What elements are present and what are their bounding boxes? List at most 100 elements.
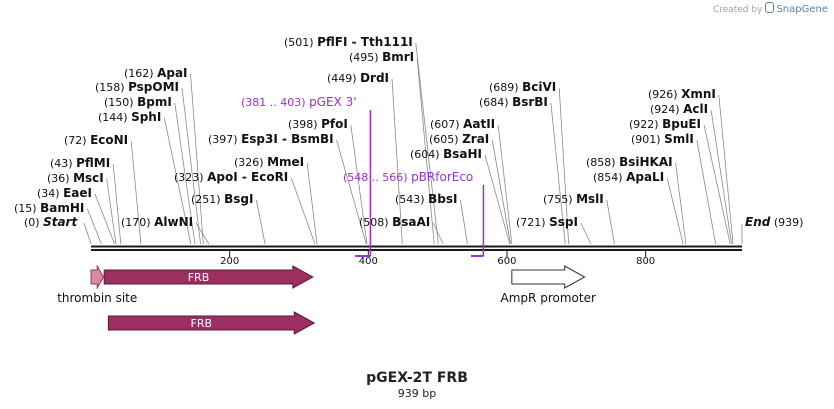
site-position: (604) (410, 148, 443, 161)
site-connector-line (290, 177, 316, 245)
end-name: End (745, 215, 771, 229)
site-label-alwni: (170) AlwNI (121, 215, 193, 229)
site-connector-line (163, 117, 192, 245)
site-label-drdi: (449) DrdI (327, 71, 389, 85)
site-position: (144) (98, 111, 131, 124)
snapgene-logo-icon (765, 2, 775, 13)
site-position: (495) (349, 51, 382, 64)
site-name: PspOMI (128, 80, 179, 94)
site-name: BsgI (224, 192, 253, 206)
site-position: (858) (586, 156, 619, 169)
site-label-bpmi: (150) BpmI (104, 95, 172, 109)
site-name: SspI (549, 215, 578, 229)
site-connector-line (306, 162, 318, 245)
site-label-zrai: (605) ZraI (429, 132, 489, 146)
site-connector-line (718, 94, 734, 245)
primer-label: (548 .. 566) pBRforEco (343, 170, 473, 184)
map-length: 939 bp (397, 387, 437, 400)
site-name: BsiHKAI (619, 155, 673, 169)
site-position: (251) (191, 193, 224, 206)
site-position: (36) (47, 172, 73, 185)
site-name: BsaHI (443, 147, 482, 161)
end-label: End (939) (745, 215, 803, 229)
start-name: Start (43, 215, 78, 229)
site-position: (689) (489, 81, 522, 94)
site-connector-line (550, 102, 566, 245)
feature-label-frb: FRB (188, 271, 210, 284)
ruler-tick-label: 400 (359, 256, 378, 267)
site-name: AclI (683, 102, 708, 116)
site-connector-line (106, 178, 117, 245)
site-connector-line (432, 222, 444, 245)
site-position: (924) (650, 103, 683, 116)
site-connector-line (558, 87, 570, 245)
site-position: (605) (429, 133, 462, 146)
site-position: (398) (288, 118, 321, 131)
site-label-acli: (924) AclI (650, 102, 708, 116)
feature-label-ampr-promoter: AmpR promoter (501, 291, 596, 305)
ruler-tick-label: 200 (220, 256, 239, 267)
site-connector-line (174, 102, 196, 245)
site-label-bsrbi: (684) BsrBI (479, 95, 548, 109)
site-connector-line (416, 57, 435, 245)
site-name: BsrBI (512, 95, 548, 109)
site-name-secondary: - EcoRI (238, 170, 289, 184)
site-name: MmeI (267, 155, 304, 169)
site-label-xmni: (926) XmnI (648, 87, 716, 101)
site-label-apai: (162) ApaI (124, 66, 188, 80)
site-name: EcoNI (90, 133, 128, 147)
site-connector-line (696, 139, 717, 245)
site-connector-line (710, 109, 732, 245)
site-label-bpuei: (922) BpuEI (629, 117, 701, 131)
site-label-apoi: (323) ApoI - EcoRI (174, 170, 288, 184)
site-label-sphi: (144) SphI (98, 110, 161, 124)
site-position: (158) (95, 81, 128, 94)
site-name: MscI (73, 171, 104, 185)
site-position: (34) (37, 187, 63, 200)
site-connector-line (86, 208, 102, 245)
site-name: ZraI (462, 132, 489, 146)
site-position: (684) (479, 96, 512, 109)
site-connector-line (675, 162, 687, 245)
site-name: BsaAI (392, 215, 430, 229)
site-name: DrdI (360, 71, 389, 85)
site-connector-line (336, 139, 367, 245)
site-connector-line (391, 78, 403, 245)
site-name: BpuEI (662, 117, 701, 131)
site-label-aatii: (607) AatII (430, 117, 495, 131)
site-position: (755) (543, 193, 576, 206)
site-name: BbsI (428, 192, 457, 206)
site-name: SmlI (664, 132, 694, 146)
site-name: ApoI (207, 170, 238, 184)
primer-name: pBRforEco (411, 170, 473, 184)
site-label-bsaai: (508) BsaAI (359, 215, 430, 229)
feature-arrow-thrombin-site (90, 264, 105, 290)
site-connector-line (497, 124, 513, 245)
start-label: (0) Start (24, 215, 78, 229)
site-position: (721) (516, 216, 549, 229)
site-name: SphI (131, 110, 161, 124)
site-position: (326) (234, 156, 267, 169)
site-name-secondary: - Tth111I (347, 35, 412, 49)
feature-arrow-frb (107, 311, 316, 335)
site-name: Esp3I (241, 132, 278, 146)
site-label-esp3i: (397) Esp3I - BsmBI (208, 132, 334, 146)
site-label-bsihkai: (858) BsiHKAI (586, 155, 673, 169)
site-label-msci: (36) MscI (47, 171, 104, 185)
site-name: BpmI (137, 95, 172, 109)
site-name: ApaLI (626, 170, 664, 184)
site-label-msli: (755) MslI (543, 192, 604, 206)
site-name-secondary: - BsmBI (278, 132, 334, 146)
feature-label-frb: FRB (191, 317, 213, 330)
site-label-bbsi: (543) BbsI (395, 192, 457, 206)
watermark-brand: SnapGene (776, 4, 828, 15)
site-position: (150) (104, 96, 137, 109)
site-name: EaeI (63, 186, 92, 200)
site-label-apali: (854) ApaLI (593, 170, 664, 184)
site-label-bamhi: (15) BamHI (14, 201, 84, 215)
site-name: PflMI (76, 156, 110, 170)
site-label-bmri: (495) BmrI (349, 50, 414, 64)
site-connector-line (484, 154, 511, 245)
